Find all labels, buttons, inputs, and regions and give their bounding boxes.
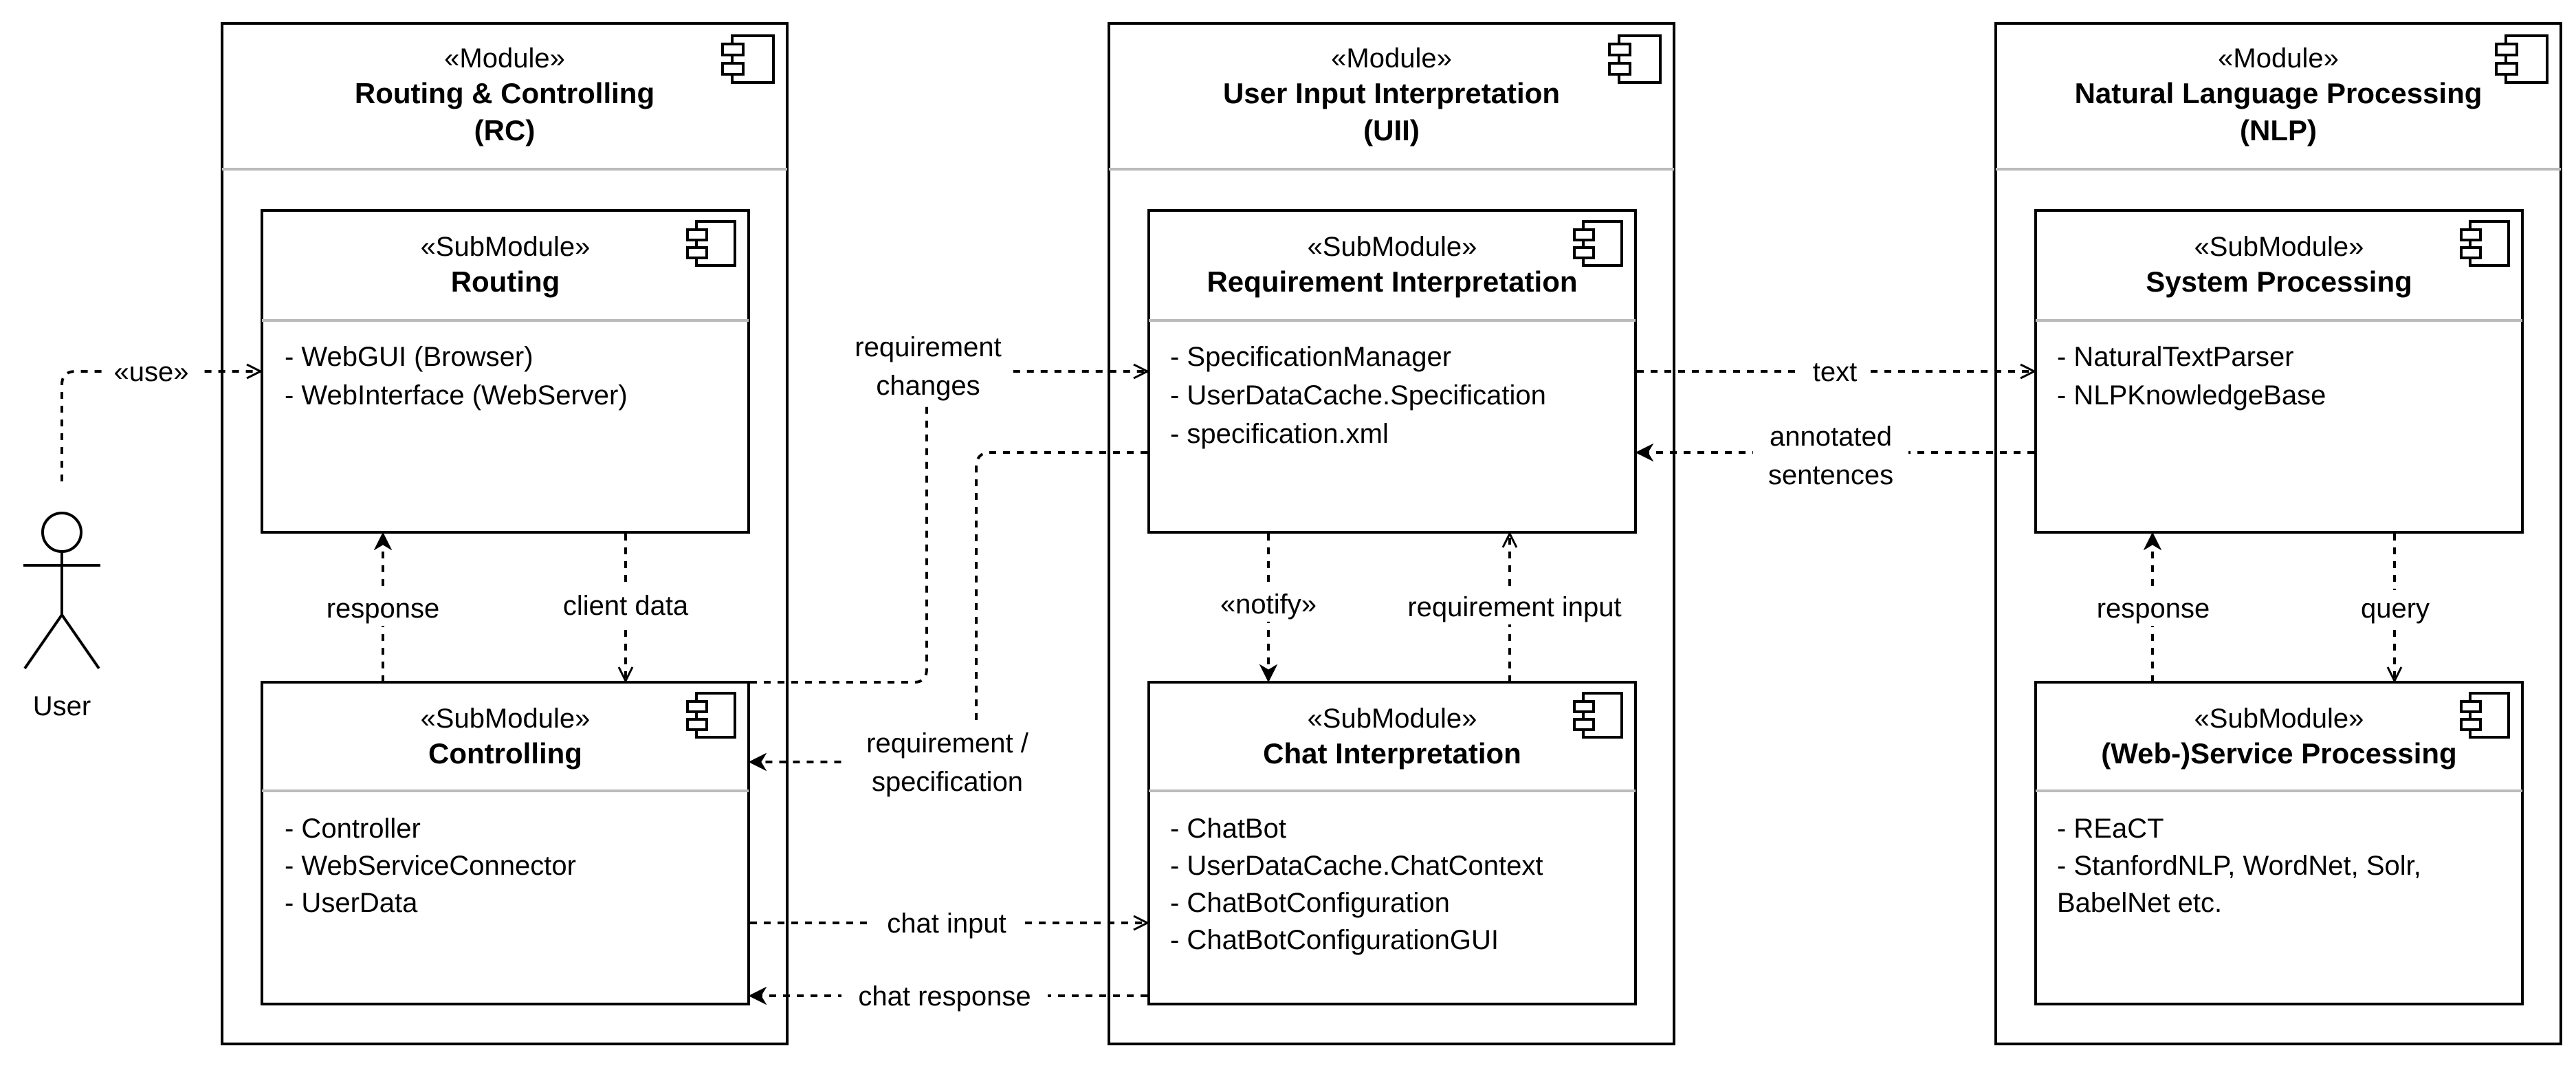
submodule-chat-interpretation: «SubModule» Chat Interpretation - ChatBo… bbox=[1147, 681, 1637, 1005]
edge-label-text: text bbox=[1813, 357, 1857, 387]
submodule-name: Chat Interpretation bbox=[1263, 737, 1521, 770]
submodule-stereotype: «SubModule» bbox=[2194, 704, 2364, 734]
module-name: User Input Interpretation bbox=[1223, 77, 1560, 109]
submodule-item: - WebServiceConnector bbox=[285, 851, 576, 881]
submodule-name: Controlling bbox=[428, 737, 582, 770]
module-abbr: (UII) bbox=[1363, 114, 1420, 146]
module-abbr: (NLP) bbox=[2240, 114, 2317, 146]
edge-label-query: query bbox=[2361, 593, 2430, 624]
edge-label-chat-response: chat response bbox=[858, 981, 1031, 1012]
component-icon bbox=[2460, 220, 2510, 267]
edge-label-requirement-spec-2: specification bbox=[872, 767, 1023, 797]
edge-label-use: «use» bbox=[114, 357, 189, 387]
actor-label: User bbox=[33, 691, 91, 721]
edge-label-chat-input: chat input bbox=[887, 908, 1006, 939]
submodule-name: Requirement Interpretation bbox=[1207, 265, 1577, 298]
submodule-item: - UserDataCache.Specification bbox=[1170, 380, 1546, 411]
submodule-item: - WebInterface (WebServer) bbox=[285, 380, 628, 411]
edge-labels: «use» response client data requirement c… bbox=[103, 327, 2436, 1014]
submodule-name: System Processing bbox=[2146, 265, 2412, 298]
edge-label-requirement-input: requirement input bbox=[1407, 592, 1621, 622]
edge-label-notify: «notify» bbox=[1220, 589, 1317, 620]
edge-label-annotated-1: annotated bbox=[1770, 422, 1892, 452]
submodule-system-processing: «SubModule» System Processing - NaturalT… bbox=[2034, 209, 2524, 534]
component-icon bbox=[686, 220, 736, 267]
submodule-item: BabelNet etc. bbox=[2057, 888, 2222, 918]
submodule-routing: «SubModule» Routing - WebGUI (Browser) -… bbox=[261, 209, 750, 534]
submodule-name: (Web-)Service Processing bbox=[2101, 737, 2456, 770]
submodule-item: - specification.xml bbox=[1170, 419, 1389, 449]
submodule-item: - NaturalTextParser bbox=[2057, 342, 2294, 372]
edge-requirement-specification bbox=[750, 451, 1147, 762]
submodule-stereotype: «SubModule» bbox=[2194, 232, 2364, 262]
edge-label-requirement-changes-2: changes bbox=[876, 371, 980, 401]
submodule-item: - Controller bbox=[285, 814, 421, 844]
submodule-item: - UserData bbox=[285, 888, 418, 918]
component-icon bbox=[1608, 34, 1662, 84]
module-stereotype: «Module» bbox=[2218, 43, 2339, 74]
edge-label-nlp-response: response bbox=[2097, 593, 2210, 624]
edge-label-annotated-2: sentences bbox=[1768, 460, 1893, 490]
submodule-item: - REaCT bbox=[2057, 814, 2164, 844]
component-icon bbox=[686, 692, 736, 739]
module-name: Natural Language Processing bbox=[2075, 77, 2483, 109]
edge-label-rc-response: response bbox=[327, 593, 440, 624]
submodule-controlling: «SubModule» Controlling - Controller - W… bbox=[261, 681, 750, 1005]
submodule-stereotype: «SubModule» bbox=[1308, 232, 1477, 262]
submodule-web-service-processing: «SubModule» (Web-)Service Processing - R… bbox=[2034, 681, 2524, 1005]
module-stereotype: «Module» bbox=[1331, 43, 1452, 74]
component-icon bbox=[2495, 34, 2549, 84]
edge-label-client-data: client data bbox=[563, 591, 689, 621]
submodule-item: - StanfordNLP, WordNet, Solr, bbox=[2057, 851, 2421, 881]
submodule-item: - ChatBot bbox=[1170, 814, 1286, 844]
component-icon bbox=[1573, 692, 1623, 739]
module-name: Routing & Controlling bbox=[355, 77, 654, 109]
submodule-stereotype: «SubModule» bbox=[421, 232, 591, 262]
submodule-name: Routing bbox=[451, 265, 560, 298]
module-abbr: (RC) bbox=[474, 114, 536, 146]
component-icon bbox=[721, 34, 775, 84]
submodule-item: - NLPKnowledgeBase bbox=[2057, 380, 2326, 411]
edge-label-requirement-spec-1: requirement / bbox=[866, 728, 1029, 759]
submodule-item: - UserDataCache.ChatContext bbox=[1170, 851, 1543, 881]
submodule-item: - WebGUI (Browser) bbox=[285, 342, 533, 372]
submodule-item: - SpecificationManager bbox=[1170, 342, 1451, 372]
edge-use bbox=[60, 371, 261, 481]
submodule-stereotype: «SubModule» bbox=[1308, 704, 1477, 734]
submodule-item: - ChatBotConfigurationGUI bbox=[1170, 925, 1499, 955]
component-icon bbox=[2460, 692, 2510, 739]
edge-requirement-changes bbox=[750, 371, 1147, 684]
submodule-item: - ChatBotConfiguration bbox=[1170, 888, 1450, 918]
component-icon bbox=[1573, 220, 1623, 267]
user-actor-icon bbox=[23, 512, 100, 670]
submodule-stereotype: «SubModule» bbox=[421, 704, 591, 734]
submodule-requirement-interpretation: «SubModule» Requirement Interpretation -… bbox=[1147, 209, 1637, 534]
edge-label-requirement-changes-1: requirement bbox=[855, 332, 1001, 362]
module-stereotype: «Module» bbox=[444, 43, 565, 74]
